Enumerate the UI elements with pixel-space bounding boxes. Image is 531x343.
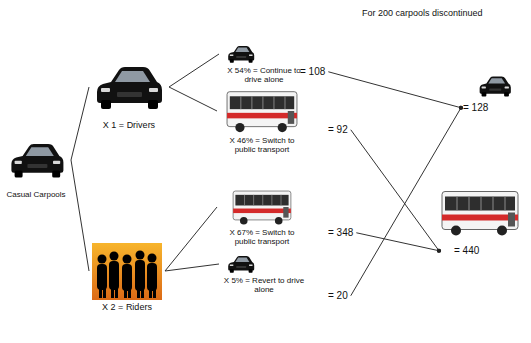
node-caption: = 20: [328, 290, 348, 302]
icon-node: X 54% = Continue to drive alone: [220, 42, 308, 85]
connector-line: [169, 54, 219, 87]
node-caption: X 46% = Switch to public transport: [220, 136, 304, 154]
connector-line: [165, 207, 217, 271]
value-node: = 348: [326, 227, 355, 240]
value-node: = 108: [298, 66, 327, 79]
bus-icon: [227, 92, 297, 132]
node-caption: X 1 = Drivers: [92, 120, 166, 130]
node-caption: = 108: [300, 66, 325, 78]
connector-line: [71, 160, 89, 271]
connector-line: [356, 233, 439, 251]
connector-line: [351, 130, 439, 251]
people-icon: [92, 243, 162, 300]
connector-line: [71, 87, 89, 160]
value-node: = 440: [440, 183, 524, 258]
connector-line: [165, 264, 219, 271]
node-caption: = 348: [328, 227, 353, 239]
icon-node: X 46% = Switch to public transport: [218, 86, 306, 155]
node-caption: X 67% = Switch to public transport: [220, 228, 304, 246]
node-caption: = 440: [454, 245, 522, 257]
bus-icon: [442, 192, 518, 236]
car-icon: [228, 46, 254, 63]
value-node: = 20: [326, 290, 350, 303]
icon-node: Casual Carpools: [2, 138, 70, 200]
value-node: = 128: [462, 72, 516, 115]
car-icon: [228, 256, 254, 273]
icon-node: X 5% = Revert to drive alone: [220, 252, 308, 295]
car-icon: [11, 144, 63, 178]
node-caption: X 2 = Riders: [92, 302, 162, 312]
node-caption: Casual Carpools: [4, 190, 68, 199]
connector-line: [169, 87, 217, 111]
car-icon: [97, 67, 162, 109]
value-node: = 92: [326, 124, 350, 137]
icon-node: X 1 = Drivers: [90, 56, 168, 131]
bus-icon: [233, 191, 291, 224]
car-icon: [480, 76, 511, 96]
icon-node: X 67% = Switch to public transport: [218, 186, 306, 247]
node-caption: = 128: [463, 102, 514, 114]
node-caption: X 5% = Revert to drive alone: [222, 276, 306, 294]
diagram-title: For 200 carpools discontinued: [362, 8, 483, 18]
connector-line: [351, 108, 461, 296]
icon-node: X 2 = Riders: [90, 241, 164, 313]
connector-line: [328, 72, 461, 108]
node-caption: = 92: [328, 124, 348, 136]
node-caption: X 54% = Continue to drive alone: [222, 66, 306, 84]
